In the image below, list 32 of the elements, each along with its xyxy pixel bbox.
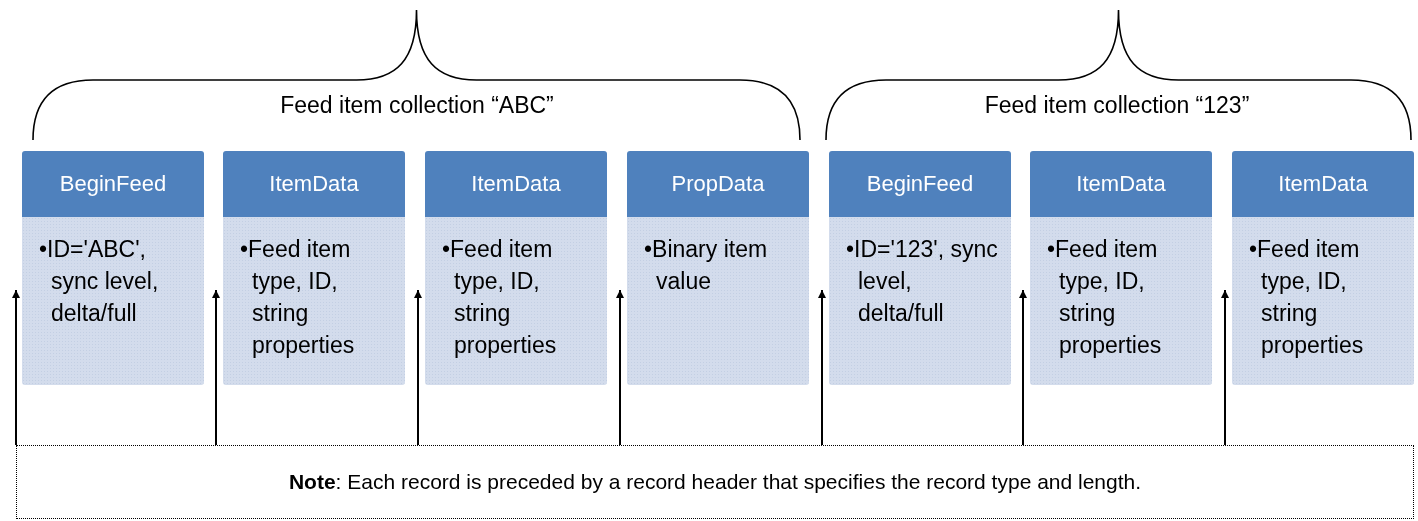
arrow [818,289,826,446]
arrow [1019,289,1027,446]
record-description: •Feed item type, ID, string properties [1030,217,1212,385]
record-title: ItemData [425,151,607,217]
record-title: BeginFeed [829,151,1011,217]
record-description: •Feed item type, ID, string properties [223,217,405,385]
record-title: ItemData [1232,151,1414,217]
record-card [425,151,607,385]
record-title: PropData [627,151,809,217]
record-description: •Feed item type, ID, string properties [1232,217,1414,385]
group-caption: Feed item collection “123” [984,92,1250,119]
record-card [22,151,204,385]
arrow [1221,289,1229,446]
note-text: Note: Each record is preceded by a record header that specifies the record type and length. [288,470,1142,494]
record-title: ItemData [223,151,405,217]
record-card [627,151,809,385]
record-title: ItemData [1030,151,1212,217]
arrow [212,289,220,446]
record-card [1232,151,1414,385]
record-card [223,151,405,385]
note-box [16,445,1414,519]
record-description: •ID='123', sync level, delta/full [829,217,1011,385]
record-card [1030,151,1212,385]
record-title: BeginFeed [22,151,204,217]
arrow [12,289,20,446]
record-description: •Feed item type, ID, string properties [425,217,607,385]
arrow [414,289,422,446]
record-card [829,151,1011,385]
group-caption: Feed item collection “ABC” [280,92,554,119]
record-description: •Binary item value [627,217,809,385]
record-description: •ID='ABC', sync level, delta/full [22,217,204,385]
arrow [616,289,624,446]
